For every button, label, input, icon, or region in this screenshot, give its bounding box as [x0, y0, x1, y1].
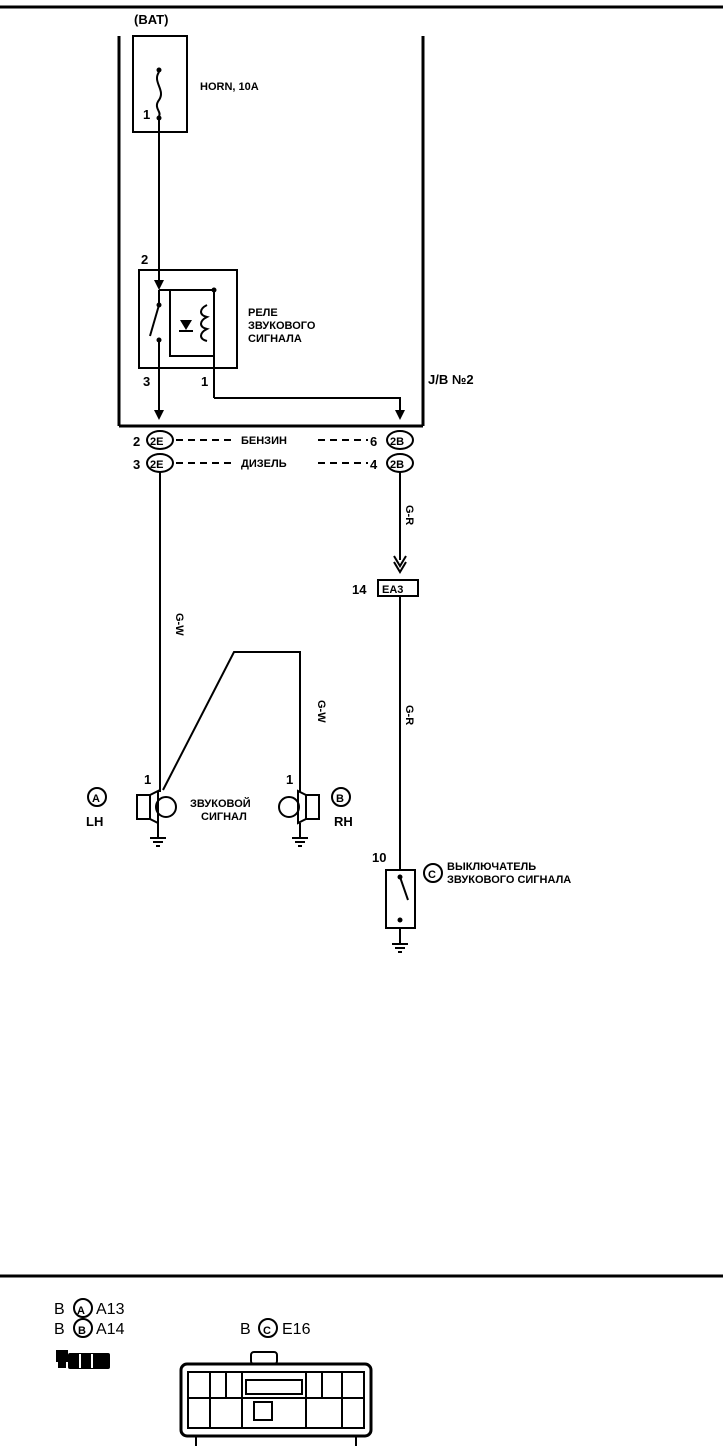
relay-coil-frame — [169, 289, 215, 357]
fuse-terminal-top — [156, 67, 162, 73]
diode-icon — [180, 320, 192, 330]
jr-pin-2: 4 — [370, 457, 378, 472]
horn-lh-icon — [136, 794, 151, 820]
relay-pin-right: 1 — [201, 374, 208, 389]
legend-c-code: E16 — [282, 1321, 311, 1338]
switch-pin: 10 — [372, 850, 386, 865]
wire-label-rh: G-W — [315, 700, 327, 723]
wire-label-right-upper: G-R — [403, 505, 415, 525]
horn-label-2: СИГНАЛ — [201, 811, 247, 823]
horn-lh-side: LH — [86, 814, 103, 829]
switch-marker: C — [428, 869, 436, 881]
legend-b-code: A14 — [96, 1321, 125, 1338]
relay-pin-top: 2 — [141, 252, 148, 267]
horn-lh-pin: 1 — [144, 772, 151, 787]
arrow-left-junction — [154, 410, 164, 420]
chevron-down-icon — [393, 555, 407, 568]
horn-lh-cone — [149, 789, 159, 825]
variant-dizel: ДИЗЕЛЬ — [241, 458, 287, 470]
legend-b-marker: B — [78, 1325, 86, 1337]
wire-label-left: G-W — [173, 613, 185, 636]
horn-rh-pin: 1 — [286, 772, 293, 787]
wire-branch-rh — [162, 651, 301, 792]
switch-dot-bottom — [397, 917, 403, 923]
relay-coil-dot — [211, 287, 217, 293]
relay-box — [138, 269, 238, 369]
legend-c-marker: C — [263, 1325, 271, 1337]
legend-b-prefix: B — [54, 1321, 65, 1338]
connector-a13-icon — [56, 1350, 110, 1369]
legend-a-code: A13 — [96, 1301, 125, 1318]
horn-rh-marker-circle — [331, 787, 351, 807]
horn-rh-bell — [278, 796, 300, 818]
connector-pin: 14 — [352, 582, 367, 597]
legend-a-prefix: B — [54, 1301, 65, 1318]
jr-code-2: 2B — [390, 459, 404, 471]
horn-lh-marker: A — [92, 793, 100, 805]
jb-label: J/B №2 — [428, 372, 474, 387]
horn-label-1: ЗВУКОВОЙ — [190, 797, 251, 810]
jl-code-1: 2E — [150, 436, 163, 448]
jr-code-1: 2B — [390, 436, 404, 448]
coil-icon — [200, 304, 210, 342]
horn-rh-side: RH — [334, 814, 353, 829]
jl-code-2: 2E — [150, 459, 163, 471]
connector-box — [377, 579, 419, 597]
relay-pin-left: 3 — [143, 374, 150, 389]
switch-marker-circle — [423, 863, 443, 883]
jl-pin-1: 2 — [133, 434, 140, 449]
horn-lh-bell — [155, 796, 177, 818]
connector-e16-icon — [179, 1351, 373, 1446]
horn-rh-icon — [305, 794, 320, 820]
bat-label: (BAT) — [134, 12, 168, 27]
relay-label-3: СИГНАЛА — [248, 333, 302, 345]
jr-pin-1: 6 — [370, 434, 377, 449]
fuse-element-icon — [155, 71, 162, 117]
wire-relay-to-2b — [214, 397, 401, 414]
switch-label-2: ЗВУКОВОГО СИГНАЛА — [447, 874, 571, 886]
connector-code: EA3 — [382, 584, 403, 596]
legend-a-marker: A — [77, 1305, 85, 1317]
relay-switch-icon — [149, 304, 160, 337]
fuse-pin: 1 — [143, 107, 150, 122]
legend-c-circle — [258, 1318, 278, 1338]
legend-c-prefix: B — [240, 1321, 251, 1338]
switch-contact-icon — [399, 876, 409, 901]
horn-lh-marker-circle — [87, 787, 107, 807]
horn-rh-marker: B — [336, 793, 344, 805]
wire-label-right-lower: G-R — [403, 705, 415, 725]
arrow-right-junction — [395, 410, 405, 420]
variant-benzin: БЕНЗИН — [241, 435, 287, 447]
jr-circle-1 — [386, 430, 414, 450]
switch-label-1: ВЫКЛЮЧАТЕЛЬ — [447, 861, 536, 873]
arrow-into-relay — [154, 280, 164, 290]
chevron-down-icon-2 — [393, 561, 407, 574]
jl-pin-2: 3 — [133, 457, 140, 472]
jl-circle-1 — [146, 430, 174, 450]
legend-b-circle — [73, 1318, 93, 1338]
relay-label-2: ЗВУКОВОГО — [248, 320, 316, 332]
fuse-label: HORN, 10A — [200, 81, 259, 93]
relay-label-1: РЕЛЕ — [248, 307, 278, 319]
legend-a-circle — [73, 1298, 93, 1318]
